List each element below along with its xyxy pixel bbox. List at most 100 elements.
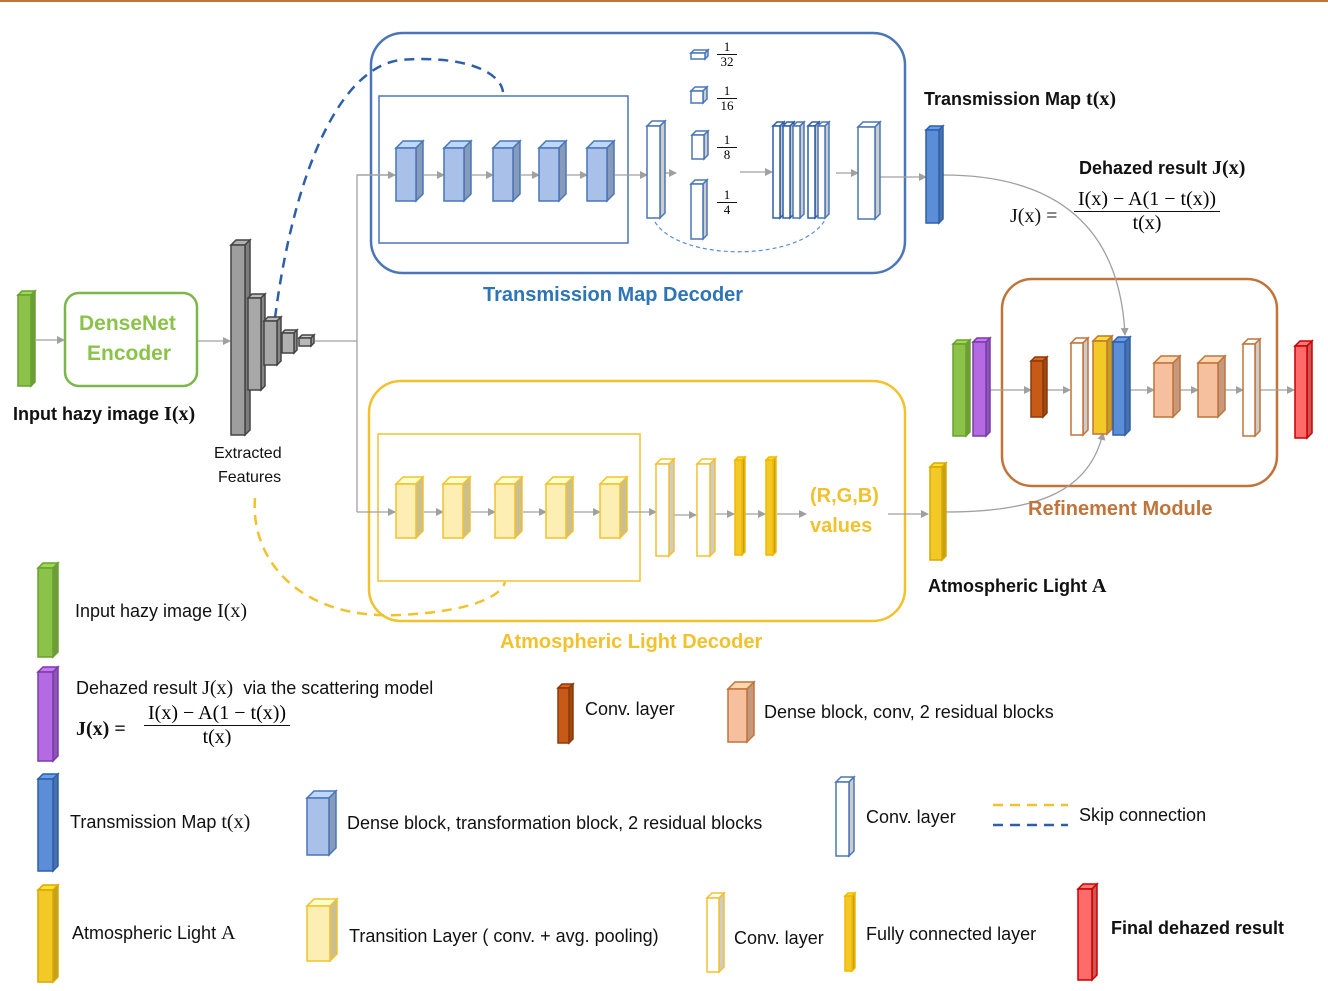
legend-conv-orange-block-front (557, 687, 570, 744)
refine-conv-white-1-front (1070, 342, 1084, 436)
tmap-dense-block-4 (537, 139, 568, 203)
alight-dense-group-box (377, 433, 641, 582)
feature-block-2-front (247, 297, 262, 391)
pool-1-32-front (690, 52, 706, 60)
tmap-dense-block-5-side (606, 139, 615, 203)
equation-lhs: J(x) = (1010, 205, 1058, 227)
tmap-conv-1-front (646, 125, 661, 219)
alight-transition-block-4-side (565, 475, 574, 540)
refinement-module-title: Refinement Module (1028, 498, 1213, 520)
feature-block-4-front (281, 332, 295, 354)
legend-input-label: Input hazy image I(x) (75, 600, 248, 622)
refine-concat-yellow-front (1092, 340, 1108, 435)
legend-alight-block-front (37, 889, 54, 983)
tmap-output-block (924, 124, 945, 225)
legend-conv-white-blue-block-front (835, 781, 850, 857)
tmap-dense-block-5 (585, 139, 616, 203)
feature-block-3 (262, 315, 283, 367)
pool-1-8 (690, 129, 710, 161)
legend-dehazed-block (36, 665, 60, 763)
legend-tmap-label: Transmission Map t(x) (70, 811, 251, 833)
legend-dense-blue-block-front (306, 797, 330, 856)
tmap-decoder-box (369, 31, 907, 275)
refine-dense-2-side (1217, 354, 1226, 419)
legend-transition-block-front (306, 905, 331, 962)
refine-conv-orange-front (1030, 360, 1044, 418)
legend-dense-orange-block-side (746, 680, 755, 744)
concat-layer-2-front (782, 125, 791, 219)
extracted-features-line2: Features (218, 469, 282, 486)
alight-transition-block-4-front (545, 483, 567, 539)
refine-conv-white-1 (1069, 336, 1090, 437)
refine-input-purple (971, 336, 992, 438)
alight-fc-2 (764, 455, 778, 557)
rgb-values-line1: (R,G,B) (810, 485, 879, 507)
refine-dense-2-front (1197, 362, 1219, 418)
legend-conv-white-blue-block (834, 775, 856, 858)
legend-conv-white-yellow-label: Conv. layer (734, 928, 824, 948)
tmap-dense-block-4-side (558, 139, 567, 203)
concat-layer-4-front (807, 125, 816, 219)
equation-denominator: t(x) (1132, 212, 1162, 234)
alight-conv-2-front (696, 463, 711, 557)
arrow-alight-to-refine (945, 432, 1106, 513)
legend-dense-blue-label: Dense block, transformation block, 2 res… (347, 813, 763, 833)
feature-block-3-front (263, 320, 278, 366)
alight-decoder-box (367, 379, 907, 623)
alight-fc-1 (733, 455, 747, 557)
legend-fc-block-front (844, 895, 853, 972)
split-line-vertical (356, 174, 395, 512)
tmap-dense-block-2-side (463, 139, 472, 203)
concat-layer-3 (791, 120, 806, 220)
input-image-label: Input hazy image I(x) (13, 403, 196, 425)
rgb-values-line2: values (810, 515, 873, 537)
extracted-features-line1: Extracted (214, 445, 282, 462)
legend-transition-block (305, 897, 339, 963)
legend-final-block (1076, 882, 1099, 982)
refine-dense-1-side (1172, 354, 1181, 419)
feature-block-2 (246, 292, 267, 392)
legend-equation-fraction: I(x) − A(1 − t(x)) t(x) (144, 702, 291, 749)
alight-transition-block-2-front (442, 483, 464, 539)
equation-numerator: I(x) − A(1 − t(x)) (1074, 188, 1221, 212)
alight-output-block-front (929, 466, 943, 561)
legend-fc-label: Fully connected layer (866, 924, 1037, 944)
alight-transition-block-2 (441, 475, 472, 540)
legend-dense-orange-block (726, 680, 756, 744)
legend-dense-orange-block-front (727, 688, 748, 743)
concat-layer-3-front (792, 125, 801, 219)
tmap-dense-block-2-front (443, 147, 465, 202)
tmap-conv-2 (856, 120, 882, 221)
feature-block-1 (229, 238, 252, 437)
legend-alight-label: Atmospheric Light A (72, 922, 236, 944)
tmap-dense-block-3 (491, 139, 522, 203)
alight-transition-block-3 (493, 475, 524, 540)
final-output-block (1293, 339, 1314, 440)
legend-dense-blue-block-side (328, 789, 337, 857)
alight-decoder-title: Atmospheric Light Decoder (500, 631, 763, 653)
tmap-conv-1 (645, 119, 667, 220)
legend-equation-lhs: J(x) = (76, 718, 126, 740)
tmap-dense-block-3-side (512, 139, 521, 203)
inner-skip-connection (654, 219, 826, 253)
legend-tmap-block-front (37, 778, 54, 872)
refine-concat-blue (1111, 335, 1132, 437)
refine-conv-orange (1029, 355, 1049, 419)
tmap-dense-block-4-front (538, 147, 560, 202)
feature-block-4 (280, 328, 299, 355)
legend-tmap-block (36, 772, 60, 873)
alight-conv-1-front (655, 463, 670, 557)
tmap-dense-block-1-front (395, 147, 417, 202)
legend-conv-white-blue-label: Conv. layer (866, 807, 956, 827)
legend-conv-white-yellow-block-front (706, 897, 720, 973)
legend-transition-label: Transition Layer ( conv. + avg. pooling) (349, 926, 659, 946)
alight-transition-block-3-front (494, 483, 516, 539)
dehazed-result-title: Dehazed result J(x) (1079, 157, 1246, 179)
tmap-dense-block-5-front (586, 147, 608, 202)
concat-layer-1-front (772, 125, 781, 219)
pool-1-8-front (691, 134, 705, 160)
alight-fc-2-front (765, 459, 774, 556)
